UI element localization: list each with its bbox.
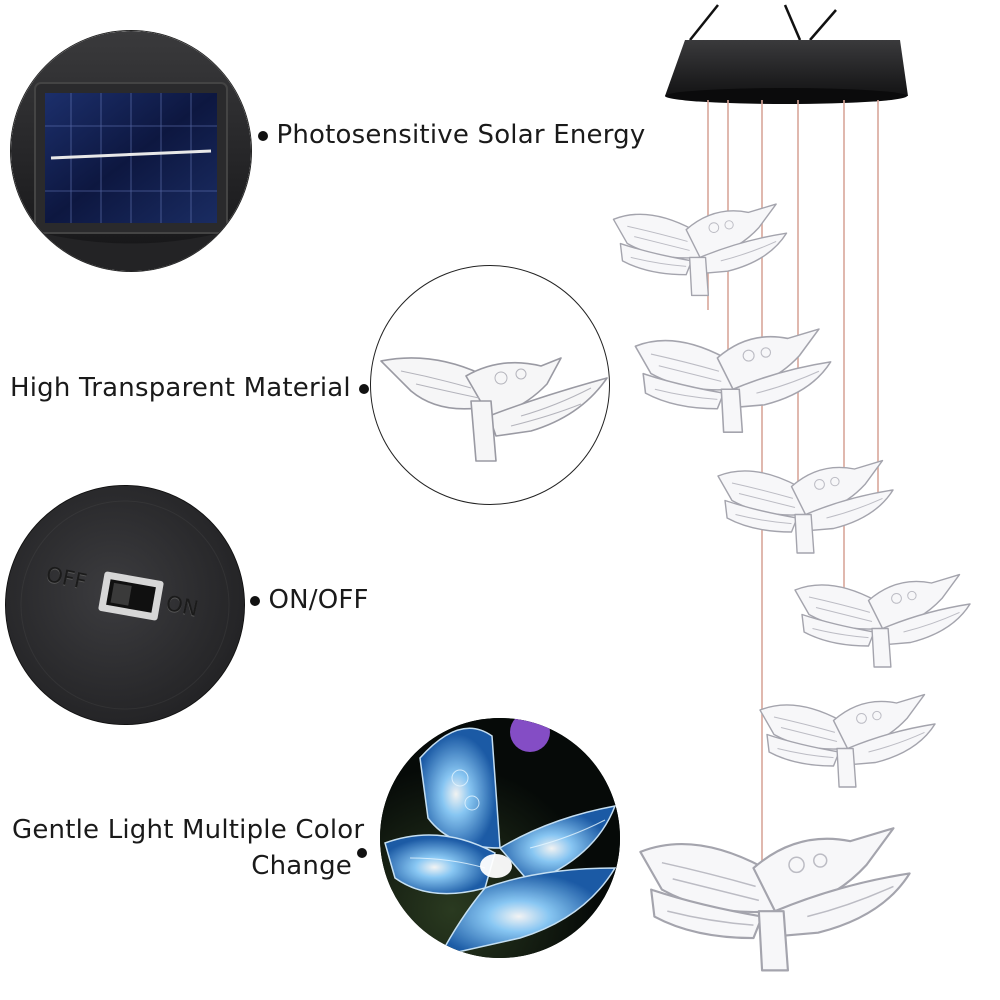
feature-switch-label: ON/OFF [250,582,369,618]
glowing-butterfly-closeup [380,718,620,958]
feature-light-label: Gentle Light Multiple Color Change [12,812,365,884]
solar-panel-closeup [10,30,252,272]
wind-chime-product [600,0,1000,1000]
bullet-icon [258,130,268,141]
bullet-icon [357,848,367,858]
butterfly-closeup [370,265,610,505]
feature-light-text-line1: Gentle Light Multiple Color [12,815,365,845]
feature-solar-label: Photosensitive Solar Energy [258,117,645,153]
feature-switch-text: ON/OFF [268,585,369,615]
feature-solar-text: Photosensitive Solar Energy [276,120,646,150]
feature-light-text-line2: Change [251,851,352,881]
bullet-icon [250,595,260,606]
feature-material-label: High Transparent Material [10,370,370,406]
feature-material-text: High Transparent Material [10,373,351,403]
switch-closeup: OFF ON [5,485,245,725]
bullet-icon [359,383,370,394]
